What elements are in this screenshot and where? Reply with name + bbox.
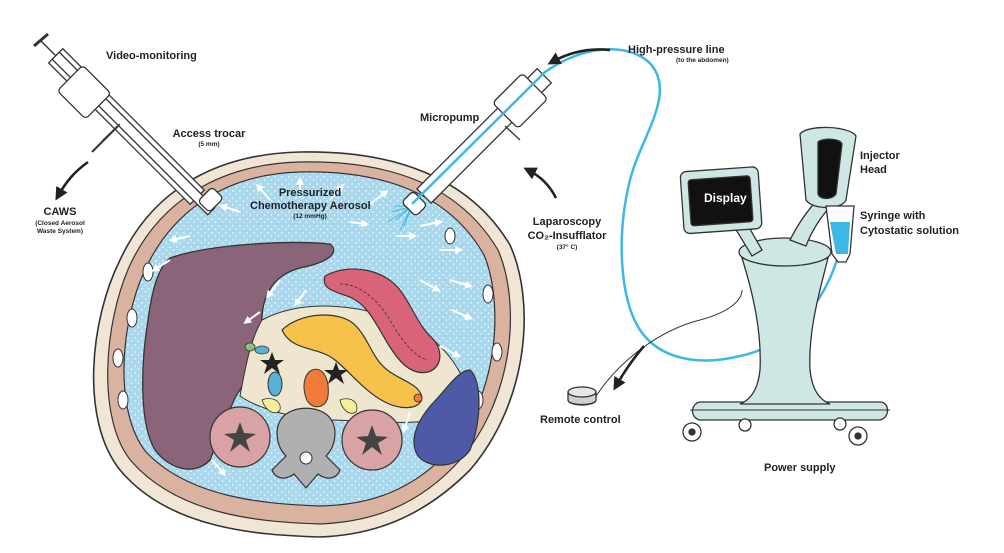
syringe-label-2: Cytostatic solution <box>860 225 960 237</box>
intestine <box>323 268 441 374</box>
caws-sub-2: Waste System) <box>37 228 83 235</box>
power-supply-label: Power supply <box>764 462 836 474</box>
vertebra <box>271 407 341 489</box>
aerosol-pressure: (12 mmHg) <box>293 213 327 220</box>
insufflator-label: CO₂-Insufflator <box>527 230 607 242</box>
kidneys <box>209 406 403 471</box>
caws-sub-1: (Closed Aerosol <box>35 220 85 227</box>
micropump-trocar <box>402 67 553 216</box>
spleen <box>413 369 480 466</box>
aerosol-flow-arrows <box>151 176 474 477</box>
injector-label-1: Injector <box>860 150 900 162</box>
access-trocar <box>33 32 223 216</box>
lymph-node-star-2 <box>324 362 348 384</box>
laparoscopy-label: Laparoscopy <box>532 216 602 228</box>
vessel <box>267 371 283 397</box>
remote-control-label: Remote control <box>540 414 621 426</box>
insufflator-temp: (37° C) <box>556 244 578 251</box>
high-pressure-line-label: High-pressure line <box>628 44 725 56</box>
caws-label: CAWS <box>43 206 77 218</box>
abdomen-cross-section <box>92 151 525 538</box>
remote-cable <box>595 289 743 397</box>
micropump-label: Micropump <box>420 112 480 124</box>
injector-machine <box>567 126 890 446</box>
aerosol-title-2: Chemotherapy Aerosol <box>250 200 371 212</box>
liver <box>142 241 335 470</box>
access-trocar-size: (5 mm) <box>198 141 220 148</box>
high-pressure-line-sub: (to the abdomen) <box>676 57 729 64</box>
caws-arrow <box>55 160 89 201</box>
high-pressure-arrow <box>547 48 611 65</box>
remote-arrow <box>613 345 645 391</box>
injector-label-2: Head <box>860 164 887 176</box>
adrenal-left <box>339 398 358 414</box>
pointer-arrows <box>55 48 645 391</box>
aerosol-title-1: Pressurized <box>278 187 342 199</box>
syringe-label-1: Syringe with <box>860 210 926 222</box>
adrenal-right <box>261 398 281 414</box>
insufflator-arrow <box>523 167 558 199</box>
lymph-node-star <box>260 352 284 374</box>
vessel-small <box>254 345 270 355</box>
display-label: Display <box>704 191 747 205</box>
access-trocar-label: Access trocar <box>172 128 246 140</box>
aorta <box>303 368 329 408</box>
video-monitoring-label: Video-monitoring <box>106 50 197 62</box>
